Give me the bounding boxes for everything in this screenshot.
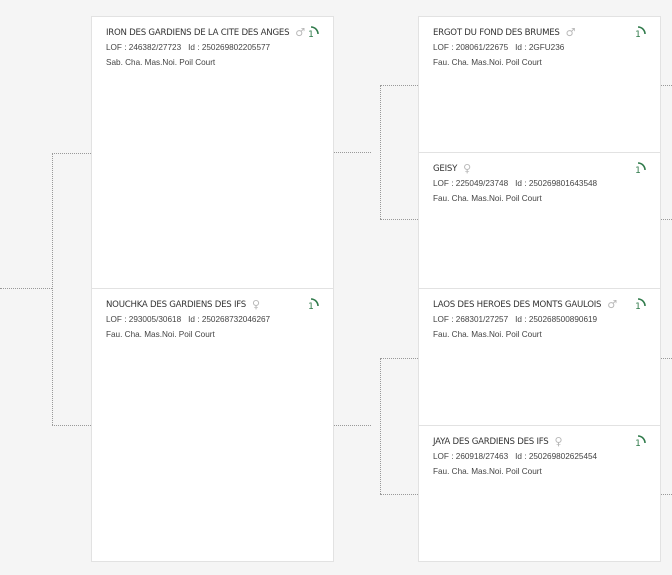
progress-ring-icon [310,298,319,307]
id-number: 250269802625454 [528,452,598,461]
animal-description: Fau. Cha. Mas.Noi. Poil Court [106,330,215,339]
id-label: Id : [515,315,527,324]
generation-number: 1 [635,166,641,176]
connector-line [380,494,418,495]
generation-badge[interactable]: 1 [303,297,321,315]
animal-name[interactable]: GEISY [433,164,458,174]
progress-ring-icon [637,298,646,307]
male-icon: ♂ [607,298,617,311]
generation-number: 1 [308,30,314,40]
lof-label: LOF : [106,43,127,52]
progress-ring-icon [637,26,646,35]
connector-line [660,358,672,359]
animal-description: Fau. Cha. Mas.Noi. Poil Court [433,467,542,476]
registration-info: LOF : 246382/27723 Id : 250269802205577 [106,43,293,53]
pedigree-card-dam[interactable]: NOUCHKA DES GARDIENS DES IFS ♀ LOF : 2930… [91,288,334,562]
animal-description: Fau. Cha. Mas.Noi. Poil Court [433,330,542,339]
id-label: Id : [515,452,527,461]
lof-label: LOF : [106,315,127,324]
connector-line [660,219,672,220]
pedigree-card-dam-sire[interactable]: LAOS DES HEROES DES MONTS GAULOIS ♂ LOF :… [418,288,661,426]
lof-number: 208061/22675 [455,43,509,52]
animal-name[interactable]: LAOS DES HEROES DES MONTS GAULOIS [433,300,602,310]
connector-line [380,85,418,86]
generation-badge[interactable]: 1 [630,297,648,315]
connector-line [380,358,381,494]
connector-line [333,425,371,426]
connector-line [380,219,418,220]
id-number: 250269801643548 [528,179,598,188]
connector-line [380,85,381,219]
id-number: 250269802205577 [201,43,271,52]
generation-number: 1 [635,302,641,312]
connector-line [660,85,672,86]
lof-number: 225049/23748 [455,179,509,188]
animal-description: Fau. Cha. Mas.Noi. Poil Court [433,58,542,67]
lof-number: 246382/27723 [128,43,182,52]
female-icon: ♀ [554,435,563,448]
animal-name[interactable]: IRON DES GARDIENS DE LA CITE DES ANGES [106,28,290,38]
progress-ring-icon [637,162,646,171]
registration-info: LOF : 208061/22675 Id : 2GFU236 [433,43,620,53]
connector-line [333,152,371,153]
connector-line [380,358,418,359]
connector-line [52,153,91,154]
lof-label: LOF : [433,179,454,188]
pedigree-card-sire-sire[interactable]: ERGOT DU FOND DES BRUMES ♂ LOF : 208061/2… [418,16,661,153]
registration-info: LOF : 225049/23748 Id : 250269801643548 [433,179,620,189]
lof-number: 268301/27257 [455,315,509,324]
lof-number: 293005/30618 [128,315,182,324]
female-icon: ♀ [463,162,471,175]
id-label: Id : [515,43,527,52]
id-label: Id : [515,179,527,188]
animal-name[interactable]: JAYA DES GARDIENS DES IFS [433,437,549,447]
generation-number: 1 [635,30,641,40]
lof-label: LOF : [433,452,454,461]
pedigree-card-sire-dam[interactable]: GEISY ♀ LOF : 225049/23748 Id : 2502698016… [418,152,661,289]
connector-line [0,288,52,289]
male-icon: ♂ [295,26,305,39]
registration-info: LOF : 260918/27463 Id : 250269802625454 [433,452,620,462]
lof-label: LOF : [433,315,454,324]
animal-name[interactable]: NOUCHKA DES GARDIENS DES IFS [106,300,246,310]
connector-line [52,153,53,425]
progress-ring-icon [310,26,319,35]
generation-badge[interactable]: 1 [630,25,648,43]
connector-line [660,494,672,495]
id-number: 250268500890619 [528,315,598,324]
female-icon: ♀ [252,298,260,311]
generation-badge[interactable]: 1 [630,434,648,452]
lof-label: LOF : [433,43,454,52]
generation-badge[interactable]: 1 [303,25,321,43]
id-number: 2GFU236 [528,43,565,52]
registration-info: LOF : 268301/27257 Id : 250268500890619 [433,315,620,325]
id-number: 250268732046267 [201,315,271,324]
progress-ring-icon [637,435,646,444]
registration-info: LOF : 293005/30618 Id : 250268732046267 [106,315,293,325]
pedigree-card-sire[interactable]: IRON DES GARDIENS DE LA CITE DES ANGES♂ … [91,16,334,289]
animal-description: Sab. Cha. Mas.Noi. Poil Court [106,58,216,67]
generation-badge[interactable]: 1 [630,161,648,179]
male-icon: ♂ [565,26,576,39]
animal-description: Fau. Cha. Mas.Noi. Poil Court [433,194,542,203]
generation-number: 1 [308,302,314,312]
pedigree-card-dam-dam[interactable]: JAYA DES GARDIENS DES IFS ♀ LOF : 260918/… [418,425,661,562]
id-label: Id : [188,315,200,324]
lof-number: 260918/27463 [455,452,509,461]
animal-name[interactable]: ERGOT DU FOND DES BRUMES [433,28,560,38]
id-label: Id : [188,43,200,52]
generation-number: 1 [635,439,641,449]
connector-line [52,425,91,426]
